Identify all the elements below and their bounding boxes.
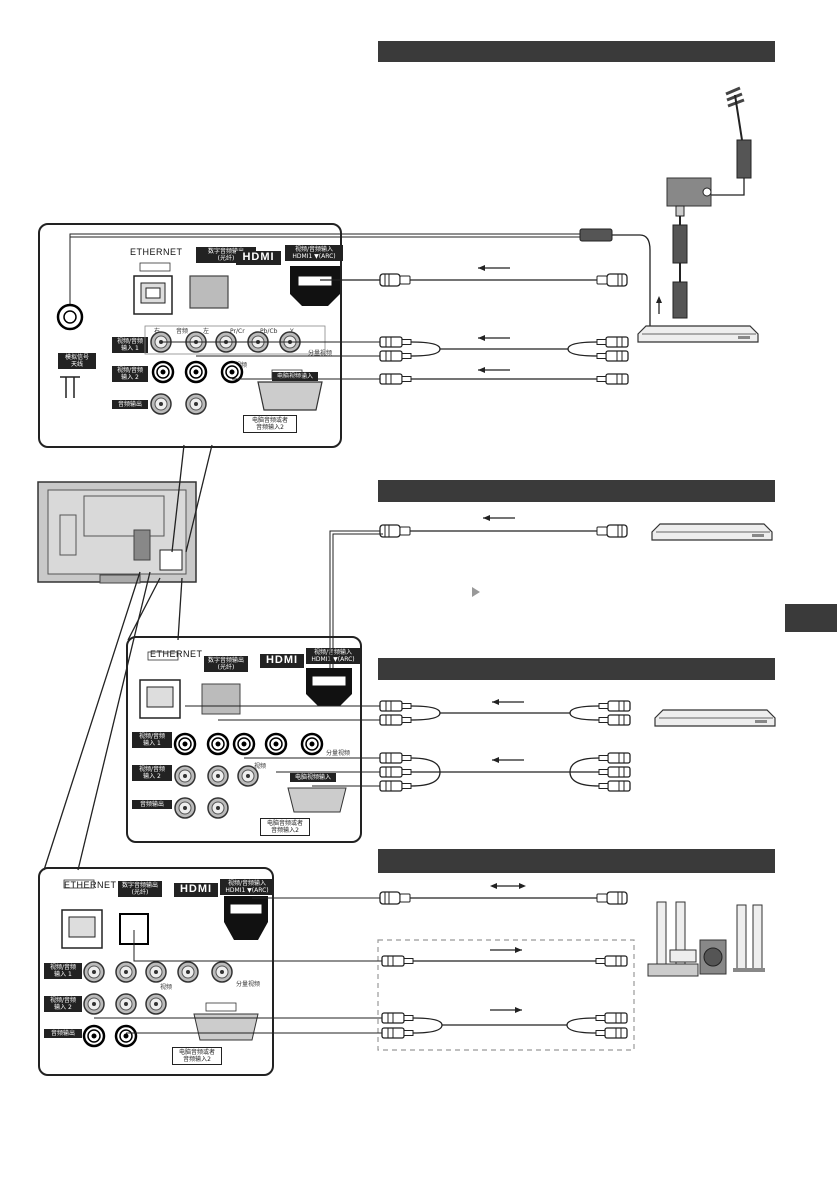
av-in-hdmi-label: 视频/音频输入 <box>294 246 334 253</box>
component-device-icon <box>654 709 776 727</box>
arrow-right-icon <box>489 1006 523 1014</box>
pc-video-label: 电脑视频输入 <box>272 372 318 381</box>
audio-out-label: 音频输出 <box>44 1029 82 1038</box>
side-index-tab <box>785 604 837 632</box>
splitter-icon <box>666 177 712 319</box>
av-in2-label: 视频/音频 输入 2 <box>132 765 172 781</box>
component-label: 分量视频 <box>308 350 333 357</box>
video-label: 视频 <box>160 984 173 991</box>
ethernet-label: ETHERNET <box>130 247 183 257</box>
recorder-device-icon <box>637 325 759 343</box>
component-label: 分量视频 <box>326 750 351 757</box>
av-in2-label: 视频/音频 输入 2 <box>44 996 82 1012</box>
av-in1-label: 视频/音频 输入 1 <box>132 732 172 748</box>
hdmi-input-label: 视频/音频输入 HDMI1 ▼(ARC) <box>306 648 360 664</box>
hdmi-logo: HDMI <box>174 883 218 897</box>
av-in-hdmi-label: 视频/音频输入 <box>227 880 267 887</box>
arrow-left-icon <box>482 514 516 522</box>
audio-out-label: 音频输出 <box>112 400 148 409</box>
section-band-recorder <box>378 41 775 62</box>
component-label: 分量视频 <box>236 981 261 988</box>
arrow-right-icon <box>489 946 523 954</box>
optical-out-label: 数字音频输出 (光纤) <box>118 881 162 897</box>
ethernet-label: ETHERNET <box>64 880 117 890</box>
tv-rear-icon <box>37 481 197 584</box>
y-label: Y <box>290 328 294 335</box>
tv-terminal-panel-top: ETHERNET 数字音频输出 (光纤) HDMI 视频/音频输入 HDMI1 … <box>38 223 343 448</box>
right-label: 右 <box>154 328 161 335</box>
antenna-label: 模拟信号 天线 <box>58 353 96 369</box>
hdmi-logo: HDMI <box>236 251 281 265</box>
pc-audio-label: 电脑音频或者 音频输入2 <box>260 818 310 836</box>
up-arrow-icon <box>656 296 662 314</box>
hdmi-device-icon <box>651 523 773 541</box>
pc-video-label: 电脑视频输入 <box>290 773 336 782</box>
aerial-antenna-icon <box>710 86 752 196</box>
arrow-left-icon <box>477 264 511 272</box>
section-band-component-device <box>378 658 775 680</box>
arrow-right-icon <box>472 587 480 597</box>
section-band-amplifier <box>378 849 775 873</box>
arrow-left-icon <box>477 334 511 342</box>
hdmi-input-label: 视频/音频输入 HDMI1 ▼(ARC) <box>285 245 343 261</box>
optical-out-label: 数字音频输出 (光纤) <box>204 656 248 672</box>
hdmi1-arc-label: HDMI1 ▼(ARC) <box>292 253 336 260</box>
tv-terminal-panel-bottom: ETHERNET 数字音频输出 (光纤) HDMI 视频/音频输入 HDMI1 … <box>38 867 274 1076</box>
arrow-left-icon <box>491 756 525 764</box>
hdmi1-arc-label: HDMI1 ▼(ARC) <box>225 887 269 894</box>
optional-connection-box <box>377 939 635 1051</box>
section-band-hdmi-device <box>378 480 775 502</box>
pr-label: Pr/Cr <box>230 328 245 335</box>
av-in1-label: 视频/音频 输入 1 <box>44 963 82 979</box>
hdmi-logo: HDMI <box>260 654 304 668</box>
video-label: 视频 <box>254 763 267 770</box>
left-label: 左 <box>203 328 210 335</box>
ethernet-label: ETHERNET <box>150 649 203 659</box>
av-in1-label: 视频/音频 输入 1 <box>112 337 148 353</box>
hdmi1-arc-label: HDMI1 ▼(ARC) <box>311 656 355 663</box>
audio-out-label: 音频输出 <box>132 800 172 809</box>
pc-audio-label: 电脑音频或者 音频输入2 <box>243 415 297 433</box>
video-label: 视频 <box>235 362 248 369</box>
pc-audio-label: 电脑音频或者 音频输入2 <box>172 1047 222 1065</box>
tv-terminal-panel-mid: ETHERNET 数字音频输出 (光纤) HDMI 视频/音频输入 HDMI1 … <box>126 636 362 843</box>
arrow-left-icon <box>491 698 525 706</box>
arrow-left-icon <box>477 366 511 374</box>
home-theater-speakers-icon <box>647 901 765 977</box>
pb-label: Pb/Cb <box>260 328 278 335</box>
bidirectional-arrow-icon <box>490 883 526 889</box>
av-in-hdmi-label: 视频/音频输入 <box>313 649 353 656</box>
hdmi-input-label: 视频/音频输入 HDMI1 ▼(ARC) <box>220 879 274 895</box>
audio-label: 音频 <box>176 328 189 335</box>
av-in2-label: 视频/音频 输入 2 <box>112 366 148 382</box>
